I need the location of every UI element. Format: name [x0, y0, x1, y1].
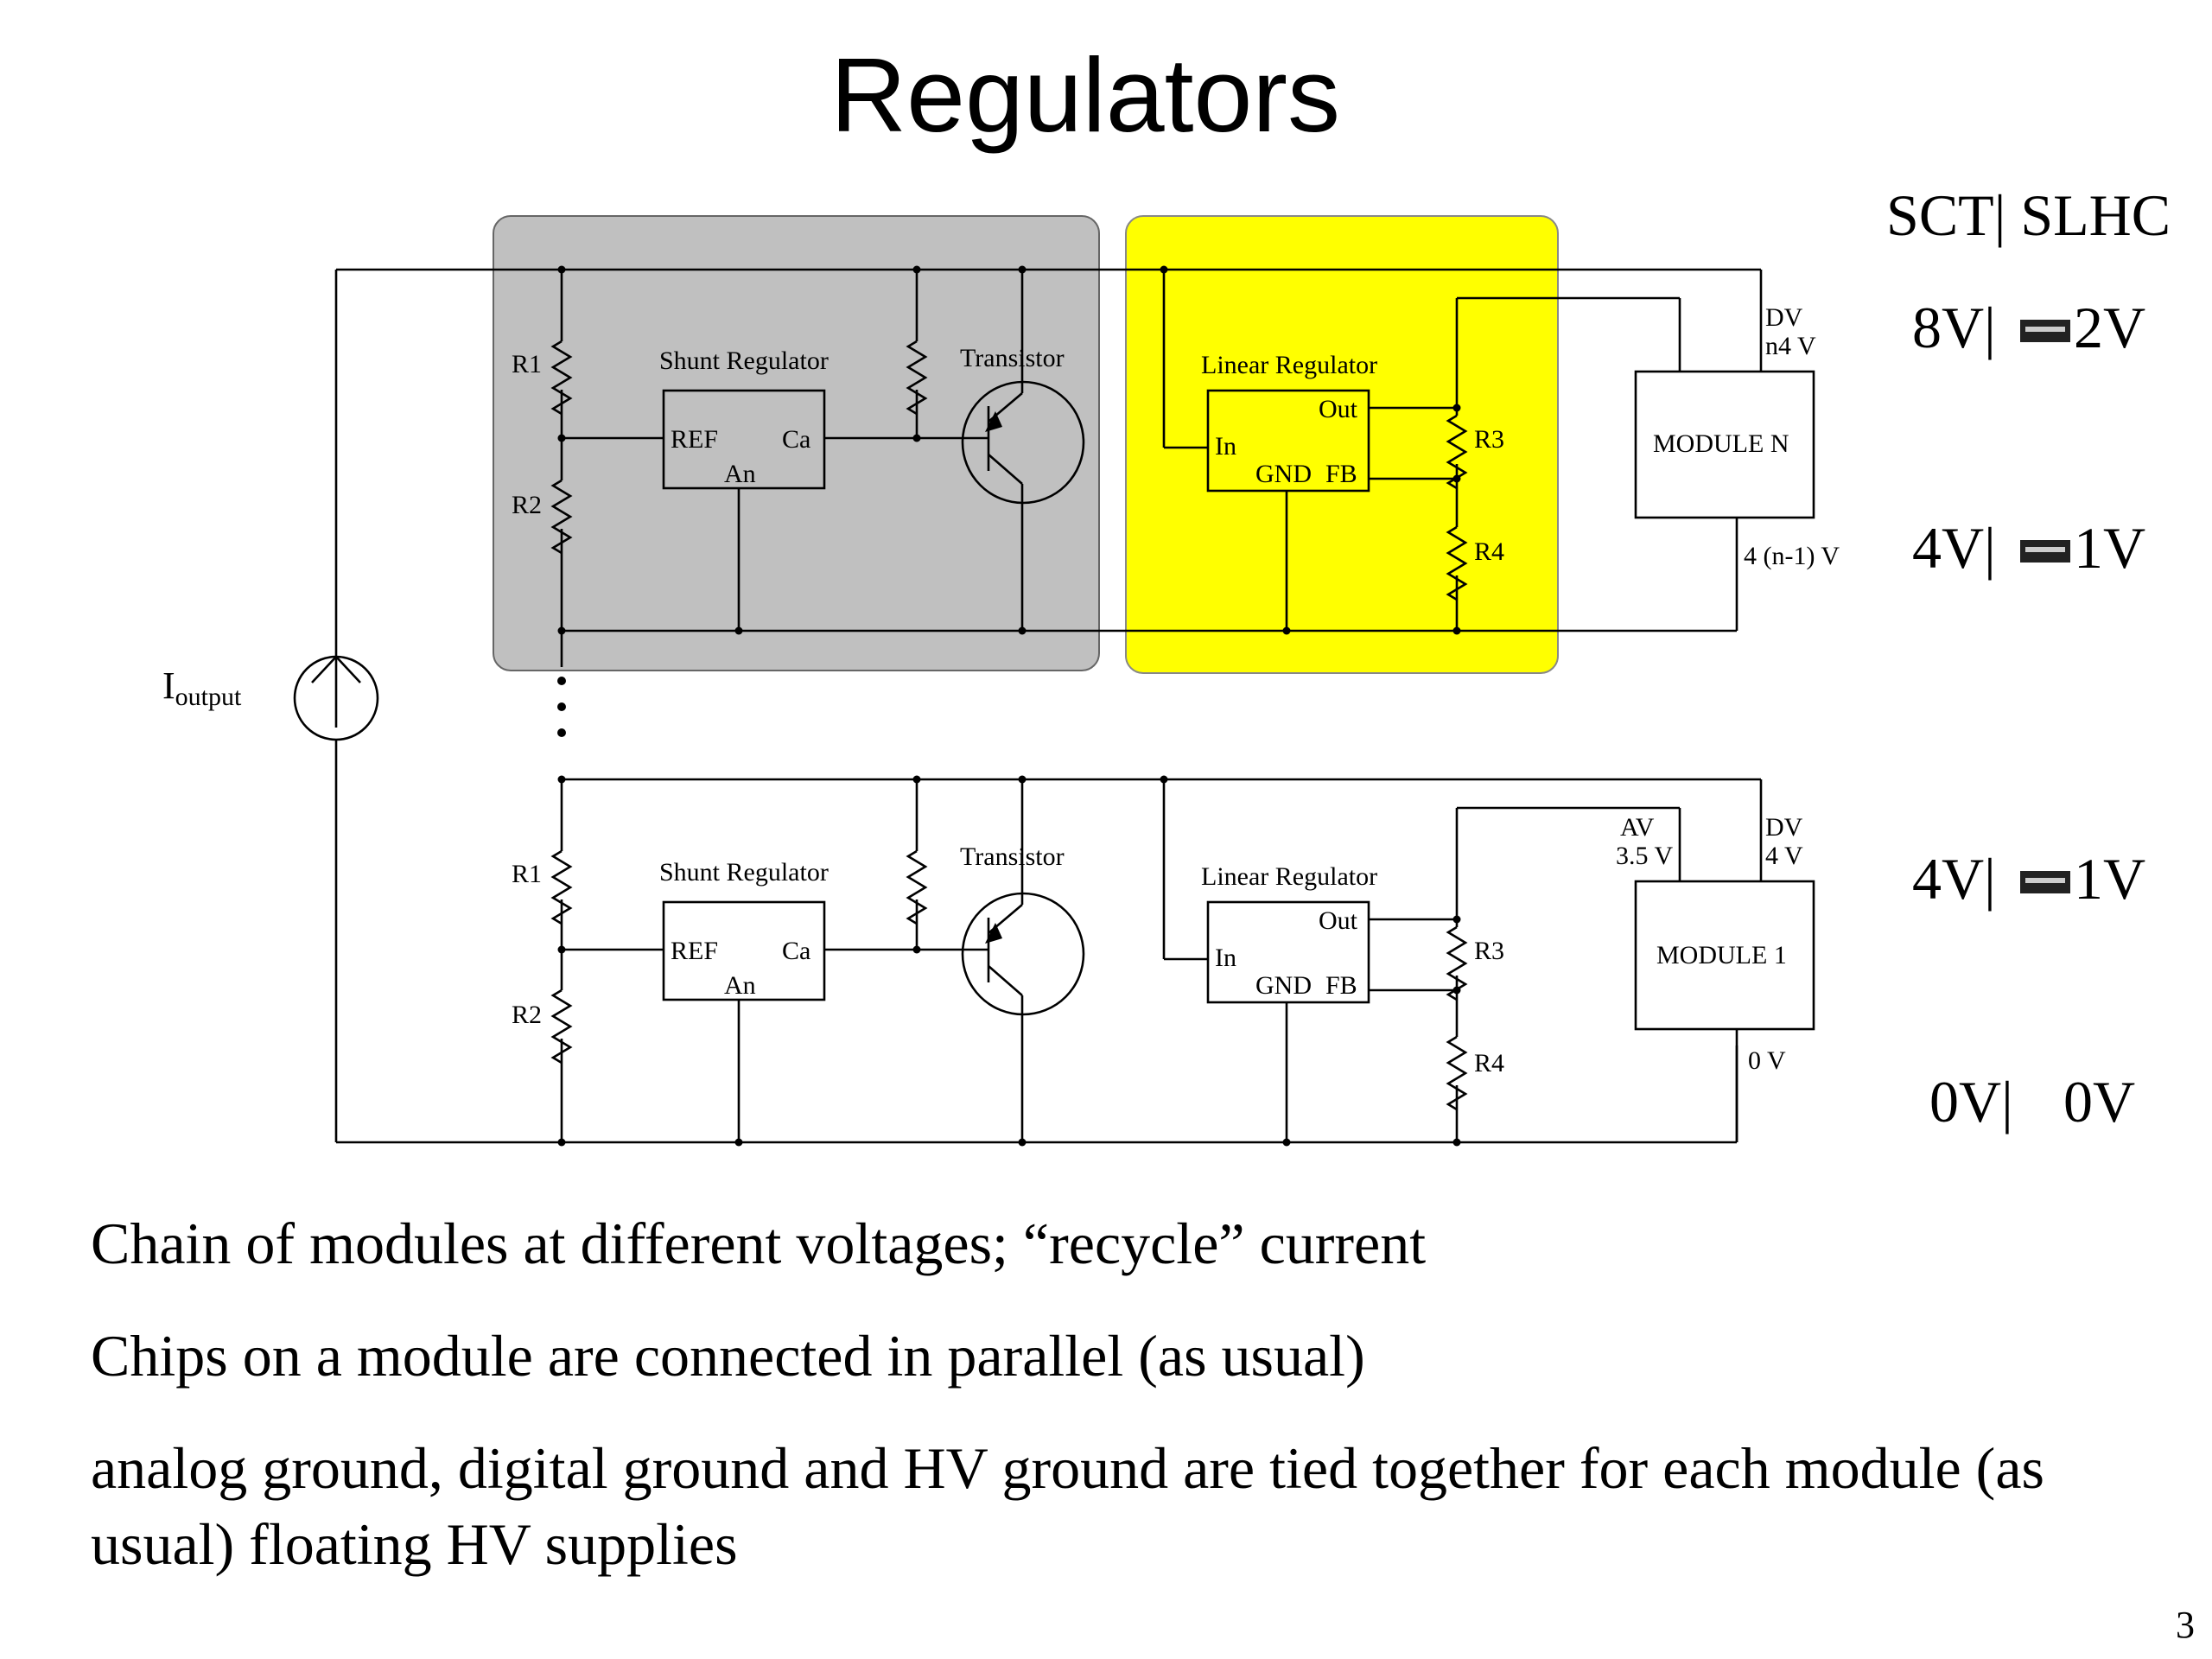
pin-label: REF — [671, 937, 718, 965]
resistor-label: R3 — [1474, 937, 1504, 965]
transistor-arrow-icon — [985, 411, 1002, 432]
dv-voltage: n4 V — [1765, 332, 1816, 360]
resistor-label: R4 — [1474, 1049, 1504, 1077]
transistor-label: Transistor — [960, 842, 1065, 871]
resistor-label: R2 — [512, 1001, 542, 1029]
dv-label: DV — [1765, 303, 1803, 332]
bullet-text: analog ground, digital ground and HV gro… — [91, 1435, 2044, 1501]
voltage-slhc: 0V — [2063, 1069, 2135, 1135]
pin-label: In — [1215, 944, 1236, 972]
pin-label: GND — [1255, 460, 1312, 488]
bullet-text: usual) floating HV supplies — [91, 1511, 738, 1577]
resistor-label: R1 — [512, 350, 542, 378]
current-source-label: Ioutput — [162, 664, 242, 711]
pin-label: Out — [1319, 906, 1358, 935]
page-number: 3 — [2176, 1604, 2195, 1646]
av-voltage: 3.5 V — [1616, 842, 1673, 870]
module-low-voltage: 4 (n-1) V — [1744, 542, 1840, 570]
pin-label: An — [724, 971, 756, 1000]
right-arrow-icon — [2020, 540, 2070, 563]
voltage-sct: 0V| — [1929, 1069, 2013, 1135]
voltage-sct: 4V| — [1912, 515, 1996, 581]
pin-label: Ca — [782, 937, 810, 965]
dv-voltage: 4 V — [1765, 842, 1803, 870]
voltage-slhc: 1V — [2074, 846, 2145, 912]
pin-label: FB — [1325, 460, 1357, 488]
right-arrow-icon — [2020, 320, 2070, 342]
pin-label: An — [724, 460, 756, 488]
shunt-regulator-block-top — [493, 215, 1100, 671]
voltage-sct: 4V| — [1912, 846, 1996, 912]
pin-label: REF — [671, 425, 718, 454]
resistor-label: R2 — [512, 491, 542, 519]
linear-regulator-label: Linear Regulator — [1201, 862, 1377, 891]
voltage-slhc: 2V — [2074, 295, 2145, 360]
voltage-sct: 8V| — [1912, 295, 1996, 360]
resistor-label: R4 — [1474, 537, 1504, 566]
bullet-text: Chain of modules at different voltages; … — [91, 1211, 1427, 1276]
voltage-slhc: 1V — [2074, 515, 2145, 581]
pin-label: FB — [1325, 971, 1357, 1000]
linear-regulator-block-top — [1125, 215, 1559, 674]
resistor-label: R1 — [512, 860, 542, 888]
resistor-label: R3 — [1474, 425, 1504, 454]
page-title: Regulators — [830, 36, 1340, 154]
linear-regulator-label: Linear Regulator — [1201, 351, 1377, 379]
module-label: MODULE N — [1653, 429, 1789, 458]
shunt-regulator-label: Shunt Regulator — [659, 858, 829, 887]
right-arrow-icon — [2020, 871, 2070, 893]
transistor-label: Transistor — [960, 344, 1065, 372]
pin-label: Out — [1319, 395, 1358, 423]
transistor-arrow-icon — [985, 923, 1002, 944]
bullet-text: Chips on a module are connected in paral… — [91, 1323, 1365, 1389]
voltage-table-header: SCT| SLHC — [1886, 182, 2171, 248]
dv-label: DV — [1765, 813, 1803, 842]
module-label: MODULE 1 — [1656, 941, 1787, 969]
shunt-regulator-label: Shunt Regulator — [659, 346, 829, 375]
pin-label: Ca — [782, 425, 810, 454]
pin-label: In — [1215, 432, 1236, 461]
module-low-voltage: 0 V — [1748, 1046, 1786, 1075]
pin-label: GND — [1255, 971, 1312, 1000]
av-label: AV — [1620, 813, 1655, 842]
